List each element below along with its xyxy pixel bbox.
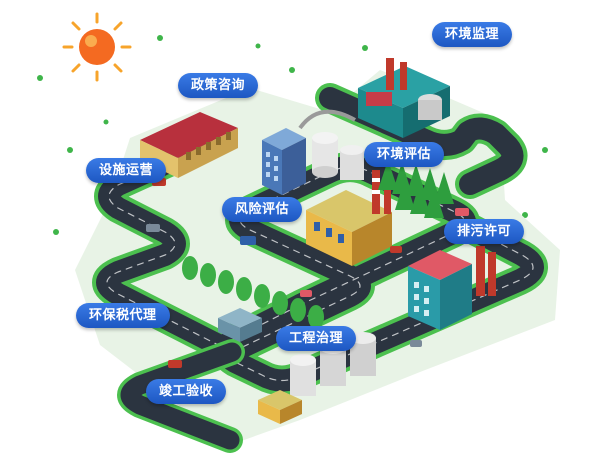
label-completion-acceptance: 竣工验收: [146, 379, 227, 404]
label-discharge-permit: 排污许可: [444, 219, 525, 244]
label-risk-assessment: 风险评估: [222, 197, 303, 222]
tree-cluster-center: [378, 160, 454, 218]
sun-icon: [62, 12, 132, 82]
bottom-tanks: [290, 332, 376, 396]
storage-tanks: [298, 109, 364, 180]
vehicles: [146, 178, 469, 368]
label-policy-consulting: 政策咨询: [178, 73, 259, 98]
tree-row: [182, 256, 324, 329]
top-right-plant: [358, 58, 450, 138]
label-engineering-treatment: 工程治理: [276, 326, 357, 351]
office-tower: [262, 128, 306, 195]
right-building: [408, 246, 496, 330]
small-factory: [258, 390, 302, 424]
label-facility-operation: 设施运营: [86, 158, 167, 183]
label-env-tax-agency: 环保税代理: [76, 303, 170, 328]
main-factory: [306, 170, 392, 266]
label-env-assessment: 环境评估: [364, 142, 445, 167]
toll-station: [218, 308, 262, 342]
label-env-supervision: 环境监理: [432, 22, 513, 47]
